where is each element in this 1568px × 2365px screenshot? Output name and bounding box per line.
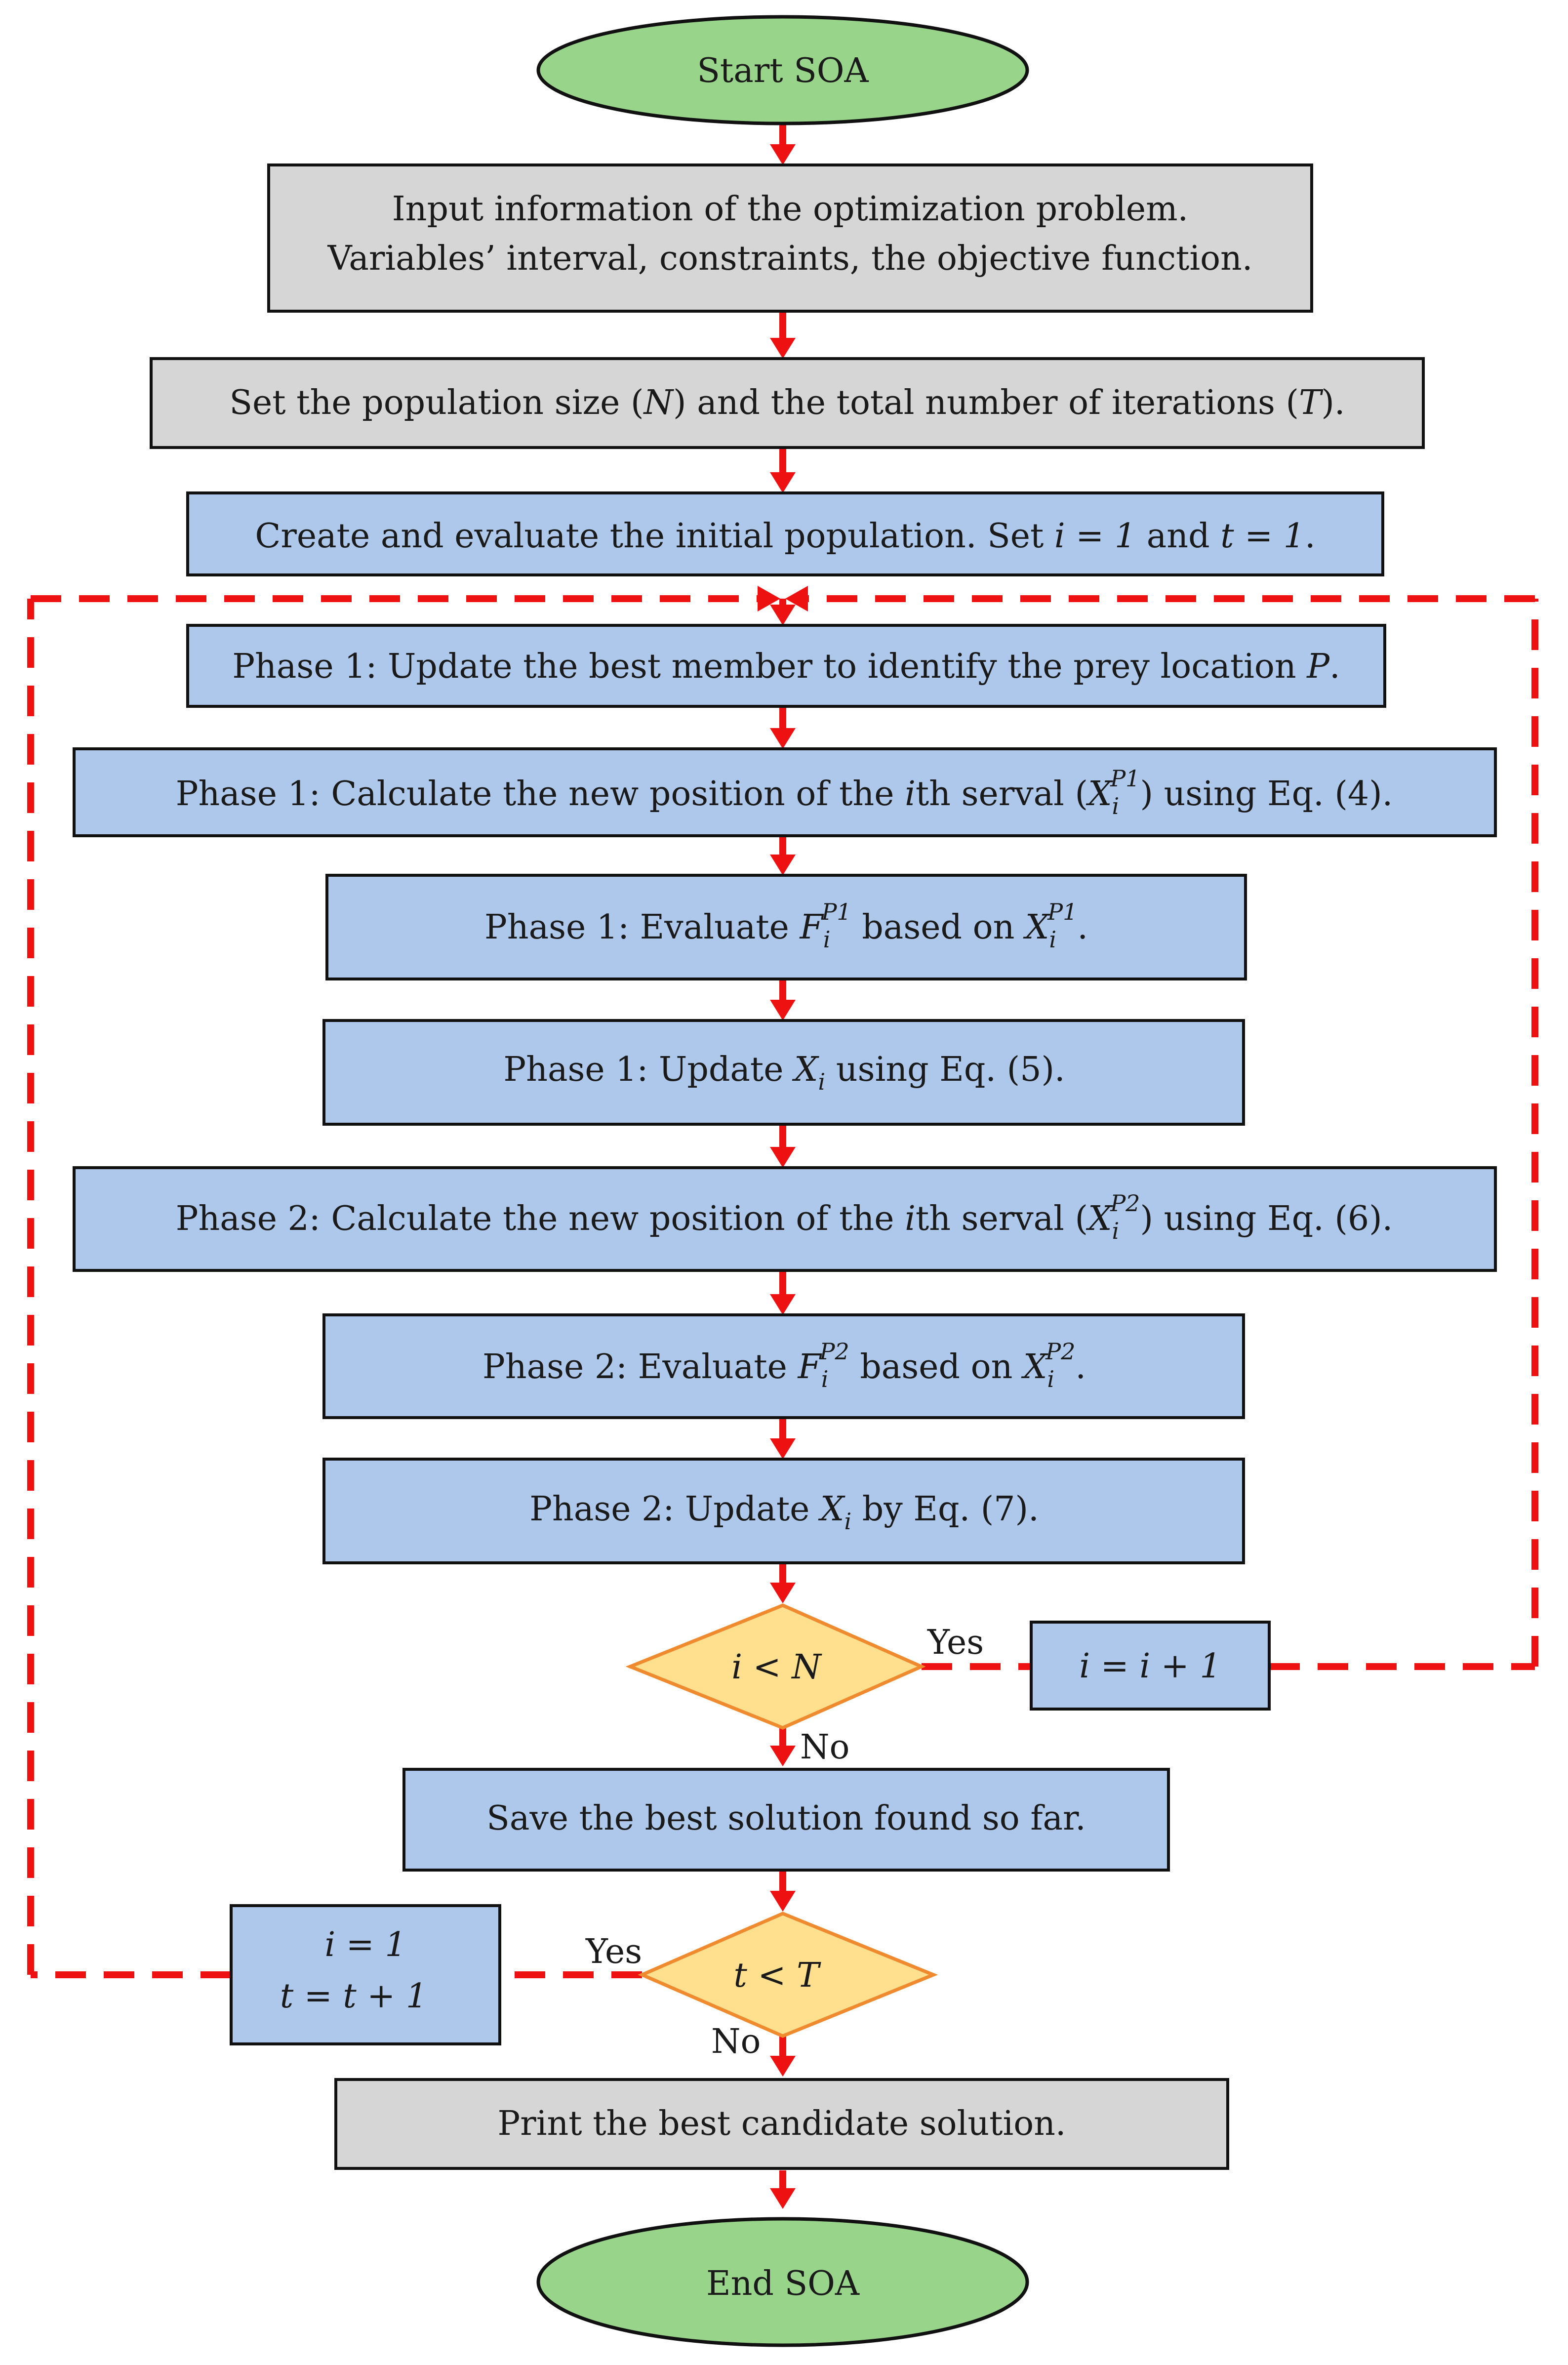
phase1-update-box: Phase 1: Update Xi using Eq. (5).	[322, 1019, 1245, 1126]
set-population-box: Set the population size (N) and the tota…	[150, 357, 1425, 449]
input-info-box: Input information of the optimization pr…	[267, 163, 1313, 313]
save-best-text: Save the best solution found so far.	[486, 1799, 1086, 1838]
phase1-prey-box: Phase 1: Update the best member to ident…	[186, 624, 1386, 708]
phase1-eval-box: Phase 1: Evaluate FiP1 based on XiP1.	[325, 874, 1247, 980]
set-population-text: Set the population size (N) and the tota…	[229, 383, 1345, 422]
print-best-box: Print the best candidate solution.	[334, 2078, 1229, 2170]
inner-loop-arrowhead	[785, 586, 808, 612]
increment-i-box: i = i + 1	[1030, 1621, 1271, 1711]
no-label-t: No	[711, 2022, 761, 2061]
no-label-i: No	[800, 1728, 849, 1767]
start-label: Start SOA	[697, 51, 869, 90]
phase2-update-box: Phase 2: Update Xi by Eq. (7).	[322, 1458, 1245, 1564]
decision-i-label: i < N	[731, 1648, 822, 1687]
inner-loop-path	[800, 595, 1538, 1670]
phase2-eval-box: Phase 2: Evaluate FiP2 based on XiP2.	[322, 1313, 1245, 1419]
phase2-calc-box: Phase 2: Calculate the new position of t…	[73, 1166, 1497, 1272]
phase2-calc-text: Phase 2: Calculate the new position of t…	[176, 1190, 1393, 1244]
start-terminal: Start SOA	[536, 15, 1029, 125]
reset-i-text: i = 1	[324, 1925, 406, 1964]
flow-arrowheads	[770, 144, 796, 2209]
input-info-line1: Input information of the optimization pr…	[392, 190, 1188, 229]
decision-t-label: t < T	[734, 1956, 822, 1995]
end-label: End SOA	[706, 2264, 860, 2303]
phase2-update-text: Phase 2: Update Xi by Eq. (7).	[529, 1490, 1039, 1535]
input-info-line2: Variables’ interval, constraints, the ob…	[327, 239, 1253, 278]
reset-increment-box: i = 1 t = t + 1	[230, 1904, 501, 2045]
decision-t-less-t: t < T	[638, 1912, 938, 2038]
increment-i-text: i = i + 1	[1079, 1647, 1221, 1686]
end-terminal: End SOA	[536, 2217, 1029, 2347]
outer-loop-arrowhead	[758, 586, 780, 612]
phase1-calc-box: Phase 1: Calculate the new position of t…	[73, 747, 1497, 837]
phase2-eval-text: Phase 2: Evaluate FiP2 based on XiP2.	[482, 1338, 1086, 1392]
print-best-text: Print the best candidate solution.	[497, 2104, 1066, 2143]
yes-label-t: Yes	[585, 1932, 642, 1971]
phase1-update-text: Phase 1: Update Xi using Eq. (5).	[503, 1050, 1065, 1095]
phase1-calc-text: Phase 1: Calculate the new position of t…	[176, 765, 1393, 819]
create-population-box: Create and evaluate the initial populati…	[186, 491, 1384, 576]
increment-t-text: t = t + 1	[280, 1977, 427, 2016]
create-population-text: Create and evaluate the initial populati…	[255, 517, 1315, 556]
yes-label-i: Yes	[927, 1623, 984, 1662]
phase1-eval-text: Phase 1: Evaluate FiP1 based on XiP1.	[484, 898, 1088, 953]
decision-i-less-n: i < N	[625, 1603, 926, 1730]
phase1-prey-text: Phase 1: Update the best member to ident…	[232, 647, 1340, 686]
save-best-box: Save the best solution found so far.	[402, 1768, 1170, 1872]
outer-loop-path	[27, 595, 761, 1978]
